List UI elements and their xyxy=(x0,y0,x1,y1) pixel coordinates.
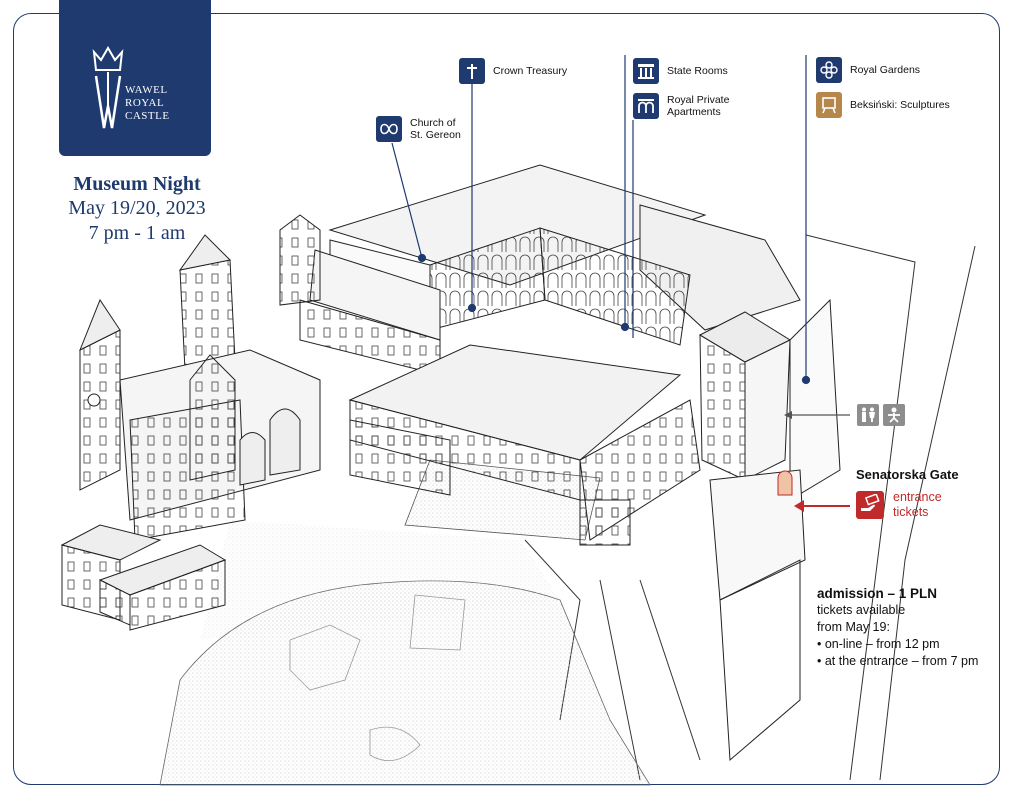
logo-line-3: CASTLE xyxy=(125,110,170,122)
entrance-arrow xyxy=(794,500,850,512)
legend-sculptures-label: Beksiński: Sculptures xyxy=(850,99,950,111)
logo-text: WAWEL ROYAL CASTLE xyxy=(125,84,205,123)
baby-change-icon xyxy=(883,404,905,426)
arches-icon xyxy=(633,93,659,119)
logo-line-2: ROYAL xyxy=(125,97,165,109)
pointer-lines xyxy=(391,55,811,385)
church-ornament-icon xyxy=(376,116,402,142)
facilities-arrow xyxy=(784,411,850,419)
crown-sword-icon xyxy=(92,46,124,129)
logo-line-1: WAWEL xyxy=(125,84,168,96)
legend-treasury-label: Crown Treasury xyxy=(493,65,568,77)
colonnade-icon xyxy=(633,58,659,84)
event-date: May 19/20, 2023 xyxy=(68,197,206,219)
legend-church: Church of St. Gereon xyxy=(376,116,461,142)
cathedral xyxy=(60,214,321,631)
sword-icon xyxy=(459,58,485,84)
event-title: Museum Night xyxy=(73,173,201,195)
legend-private-apartments: Royal Private Apartments xyxy=(633,93,729,119)
admission-line-3: • on-line – from 12 pm xyxy=(817,637,940,651)
event-time: 7 pm - 1 am xyxy=(88,222,186,244)
logo-box: WAWEL ROYAL CASTLE xyxy=(59,0,211,156)
entrance-line-2: tickets xyxy=(893,505,929,519)
entrance-line-1: entrance xyxy=(893,490,942,504)
legend-state-rooms: State Rooms xyxy=(633,58,728,84)
legend-treasury: Crown Treasury xyxy=(459,58,567,84)
legend-church-line-2: St. Gereon xyxy=(410,129,461,141)
legend-apartments-line-1: Royal Private xyxy=(667,94,730,106)
admission-info: admission – 1 PLN tickets available from… xyxy=(817,585,978,670)
gate-title: Senatorska Gate xyxy=(856,467,959,482)
legend-gardens-label: Royal Gardens xyxy=(850,64,921,76)
ruins-outline xyxy=(289,594,466,762)
toilets-icon xyxy=(857,404,879,426)
legend-apartments-line-2: Apartments xyxy=(667,106,721,118)
entrance-label: entrance tickets xyxy=(893,490,942,520)
admission-heading: admission – 1 PLN xyxy=(817,586,938,601)
admission-line-1: tickets available xyxy=(817,603,906,617)
flower-icon xyxy=(816,57,842,83)
legend-sculptures: Beksiński: Sculptures xyxy=(816,92,950,118)
event-info: Museum Night May 19/20, 2023 7 pm - 1 am xyxy=(44,172,230,246)
castle-buildings xyxy=(299,164,841,762)
admission-line-2: from May 19: xyxy=(817,620,890,634)
easel-icon xyxy=(816,92,842,118)
legend-church-line-1: Church of xyxy=(410,117,456,129)
admission-line-4: • at the entrance – from 7 pm xyxy=(817,654,979,668)
legend-gardens: Royal Gardens xyxy=(816,57,920,83)
legend-state-rooms-label: State Rooms xyxy=(667,65,728,77)
ticket-hand-icon xyxy=(856,491,884,519)
